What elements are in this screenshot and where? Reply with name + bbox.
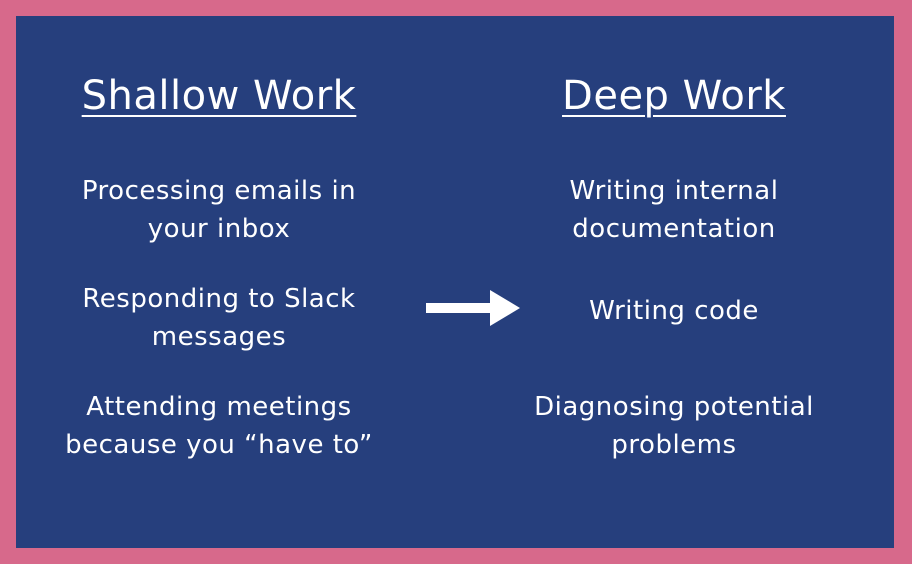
shallow-item-line: messages xyxy=(151,322,287,352)
deep-item-diagnosing: Diagnosing potential problems xyxy=(474,388,874,464)
shallow-item-meetings: Attending meetings because you “have to” xyxy=(19,388,419,464)
diagram-panel: Shallow Work Processing emails in your i… xyxy=(16,16,894,548)
deep-item-line: Writing code xyxy=(589,296,759,326)
arrow-right-icon xyxy=(426,290,520,326)
shallow-work-title: Shallow Work xyxy=(81,73,357,119)
deep-item-line: problems xyxy=(611,430,737,460)
deep-item-documentation: Writing internal documentation xyxy=(474,172,874,248)
deep-work-title: Deep Work xyxy=(562,73,786,119)
shallow-item-line: Responding to Slack xyxy=(82,284,356,314)
deep-item-line: documentation xyxy=(572,214,776,244)
deep-item-line: Diagnosing potential xyxy=(534,392,814,422)
shallow-item-emails: Processing emails in your inbox xyxy=(19,172,419,248)
shallow-item-line: because you “have to” xyxy=(65,430,373,460)
shallow-item-line: Attending meetings xyxy=(86,392,352,422)
shallow-item-line: your inbox xyxy=(147,214,291,244)
deep-item-code: Writing code xyxy=(474,292,874,330)
shallow-item-line: Processing emails in xyxy=(81,176,357,206)
deep-item-line: Writing internal xyxy=(569,176,779,206)
shallow-item-slack: Responding to Slack messages xyxy=(19,280,419,356)
